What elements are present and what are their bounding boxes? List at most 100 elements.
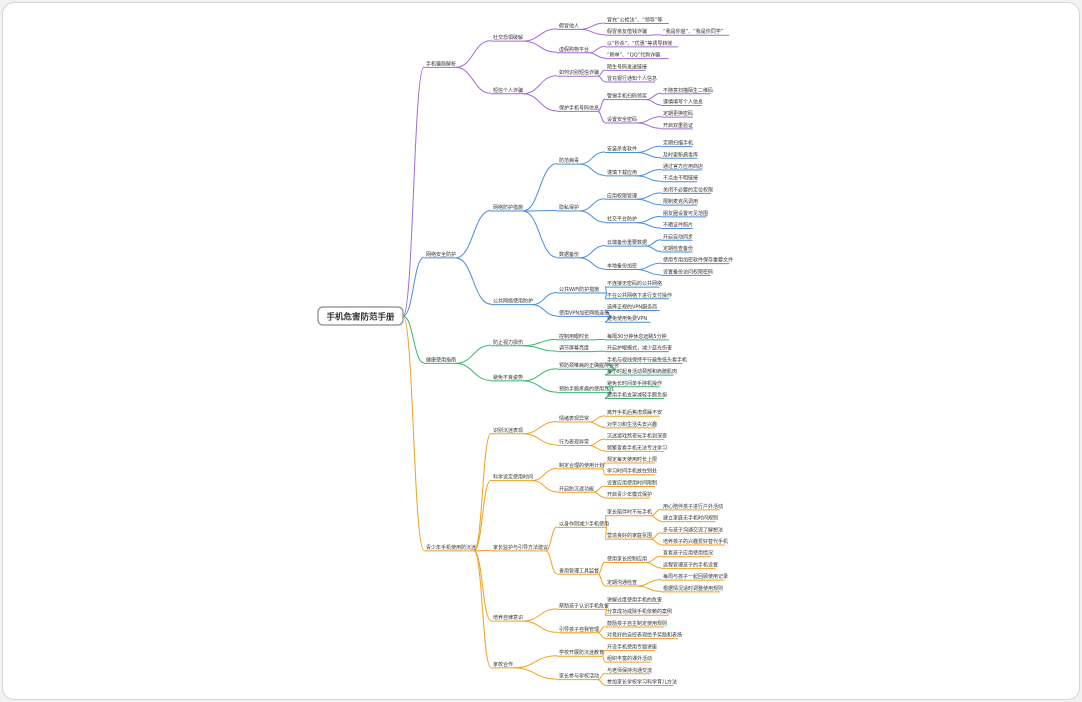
node-label-depth-5[interactable]: 设置备份访问权限密码 xyxy=(663,268,713,275)
node-label-depth-2[interactable]: 社交恐惧破解 xyxy=(493,34,523,41)
node-label-depth-5[interactable]: 定期检查备份 xyxy=(663,245,693,252)
node-label-depth-4[interactable]: 本地备份加密 xyxy=(607,263,637,270)
node-label-depth-3[interactable]: 预防手腕疼痛的使用方式 xyxy=(559,386,614,393)
node-label-depth-5[interactable]: 不晒证件照片 xyxy=(663,222,693,229)
node-label-depth-2[interactable]: 科学设定使用时间 xyxy=(493,474,533,481)
node-label-depth-2[interactable]: 防止视力损伤 xyxy=(493,339,523,346)
node-label-depth-5[interactable]: 通过官方应用商店 xyxy=(663,163,703,170)
node-label-depth-4[interactable]: 云端备份重要数据 xyxy=(607,239,647,246)
node-label-depth-2[interactable]: 识别沉迷表现 xyxy=(493,427,523,434)
node-label-depth-4[interactable]: 定期沟通检查 xyxy=(607,579,637,586)
node-label-depth-4[interactable]: 社交平台防护 xyxy=(607,216,637,223)
node-label-depth-3[interactable]: 隐私保护 xyxy=(559,204,579,211)
node-label-depth-5[interactable]: 使用专用加密软件保存重要文件 xyxy=(663,257,733,264)
node-label-depth-5[interactable]: 远程管理孩子的手机设置 xyxy=(663,561,718,568)
node-label-depth-3[interactable]: 防范病毒 xyxy=(559,157,579,164)
node-label-depth-4[interactable]: 开启护眼模式，减少蓝光伤害 xyxy=(607,345,672,352)
node-label-depth-4[interactable]: 设置安全密码 xyxy=(607,116,637,123)
node-label-depth-5[interactable]: 不点击不明链接 xyxy=(663,175,698,182)
node-label-depth-5[interactable]: 根据情况适时调整使用规则 xyxy=(663,585,723,592)
node-label-depth-4[interactable]: 组织丰富的课外活动 xyxy=(607,655,652,662)
node-label-depth-4[interactable]: 选择正规的VPN服务商 xyxy=(607,304,657,311)
node-label-depth-3[interactable]: 帮助孩子认识手机危害 xyxy=(559,602,609,609)
node-label-depth-3[interactable]: 控制用眼时长 xyxy=(559,333,589,340)
node-label-depth-5[interactable]: 开启自动同步 xyxy=(663,233,693,240)
node-label-depth-3[interactable]: 家长参与学校活动 xyxy=(559,673,599,680)
node-label-depth-4[interactable]: 不在公共网络下进行支付操作 xyxy=(607,292,672,299)
node-label-depth-4[interactable]: 营造良好的家庭氛围 xyxy=(607,532,652,539)
node-label-depth-4[interactable]: 规定每天使用时长上限 xyxy=(607,456,657,463)
node-label-depth-2[interactable]: 家长监护与引导方法建议 xyxy=(493,544,548,551)
node-label-depth-3[interactable]: 假冒他人 xyxy=(559,22,579,29)
node-label-depth-5[interactable]: 不随意扫描陌生二维码 xyxy=(663,87,713,94)
node-label-depth-4[interactable]: 以“秒杀”、“优惠”等诱导转账 xyxy=(607,40,672,47)
node-label-depth-4[interactable]: 与老师保持沟通交流 xyxy=(607,667,652,674)
node-label-depth-4[interactable]: 安装杀毒软件 xyxy=(607,145,637,152)
node-label-depth-3[interactable]: 引导孩子自我管理 xyxy=(559,626,599,633)
node-label-depth-4[interactable]: 开启青少年模式保护 xyxy=(607,491,652,498)
node-label-depth-4[interactable]: 避免长时间单手持机操作 xyxy=(607,380,662,387)
node-label-depth-3[interactable]: 数据备份 xyxy=(559,251,579,258)
node-label-depth-5[interactable]: 每周与孩子一起回顾使用记录 xyxy=(663,573,728,580)
node-label-depth-5[interactable]: 定期扫描手机 xyxy=(663,140,693,147)
node-label-depth-4[interactable]: 不连接无密码的公共网络 xyxy=(607,280,662,287)
node-label-depth-1[interactable]: 青少年手机使用防沉迷 xyxy=(426,544,476,551)
node-label-depth-4[interactable]: 设置应用使用时间限制 xyxy=(607,479,657,486)
node-label-depth-4[interactable]: 讲解过度使用手机的危害 xyxy=(607,597,662,604)
node-label-depth-4[interactable]: 避免使用免费VPN xyxy=(607,315,647,322)
node-label-depth-4[interactable]: 陌生号码发送链接 xyxy=(607,63,647,70)
node-label-depth-5[interactable]: 培养孩子的兴趣爱好替代手机 xyxy=(663,538,728,545)
node-label-depth-3[interactable]: 如何识别短信诈骗 xyxy=(559,69,599,76)
node-label-depth-4[interactable]: 使用家长控制应用 xyxy=(607,556,647,563)
node-label-depth-1[interactable]: 手机骗局解析 xyxy=(426,60,456,67)
node-label-depth-3[interactable]: 公共WiFi防护措施 xyxy=(559,286,599,293)
node-label-depth-2[interactable]: 培养自律意识 xyxy=(493,614,523,621)
node-label-depth-5[interactable]: 限制麦克风调用 xyxy=(663,198,698,205)
node-label-depth-4[interactable]: 沉迷游戏熬夜玩手机到深夜 xyxy=(607,433,667,440)
node-label-depth-5[interactable]: 开启双重验证 xyxy=(663,122,693,129)
node-label-depth-3[interactable]: 善用管理工具监督 xyxy=(559,567,599,574)
node-label-depth-2[interactable]: 公共网络使用防护 xyxy=(493,298,533,305)
node-label-depth-3[interactable]: 情绪表现异常 xyxy=(559,415,589,422)
node-label-depth-4[interactable]: 鼓励孩子自主制定使用规则 xyxy=(607,620,667,627)
node-label-depth-1[interactable]: 网络安全防护 xyxy=(426,251,456,258)
node-label-depth-3[interactable]: 制定合理的使用计划 xyxy=(559,462,604,469)
node-label-depth-5[interactable]: 用心陪伴孩子进行户外活动 xyxy=(663,503,723,510)
node-label-depth-5[interactable]: 关闭不必要的定位权限 xyxy=(663,186,713,193)
root-node[interactable]: 手机危害防范手册 xyxy=(317,306,404,326)
node-label-depth-4[interactable]: 假冒亲友借钱诈骗 xyxy=(607,28,647,35)
node-label-depth-4[interactable]: 谨慎下载应用 xyxy=(607,169,637,176)
node-label-depth-1[interactable]: 健康使用指南 xyxy=(426,356,456,363)
node-label-depth-4[interactable]: 对良好的自控表现给予奖励和表扬 xyxy=(607,632,682,639)
node-label-depth-3[interactable]: 预防颈椎病的正确握持姿势 xyxy=(559,362,619,369)
node-label-depth-4[interactable]: 警惕手机扫码领奖 xyxy=(607,93,647,100)
node-label-depth-5[interactable]: “我是你爸”、“我是你同学” xyxy=(663,28,724,35)
node-label-depth-3[interactable]: 以身作则减少手机使用 xyxy=(559,520,609,527)
node-label-depth-2[interactable]: 家校合作 xyxy=(493,661,513,668)
node-label-depth-4[interactable]: 对学习和生活失去兴趣 xyxy=(607,421,657,428)
node-label-depth-4[interactable]: 开设手机使用专题讲座 xyxy=(607,643,657,650)
node-label-depth-3[interactable]: 使用VPN加密网络连接 xyxy=(559,309,609,316)
node-label-depth-3[interactable]: 行为表现异常 xyxy=(559,438,589,445)
node-label-depth-3[interactable]: 虚假购物平台 xyxy=(559,46,589,53)
node-label-depth-4[interactable]: 离开手机后焦虑烦躁不安 xyxy=(607,409,662,416)
node-label-depth-5[interactable]: 多与孩子沟通交流了解想法 xyxy=(663,526,723,533)
node-label-depth-4[interactable]: 使用手机支架减轻手腕负担 xyxy=(607,391,667,398)
node-label-depth-5[interactable]: 朋友圈设置可见范围 xyxy=(663,210,708,217)
node-label-depth-4[interactable]: 冒充“公检法”、“领导”等 xyxy=(607,17,662,24)
node-label-depth-4[interactable]: “刷单”、“QQ”代购诈骗 xyxy=(607,52,660,59)
node-label-depth-3[interactable]: 开启防沉迷功能 xyxy=(559,485,594,492)
node-label-depth-4[interactable]: 每隔30分钟休息远眺5分钟 xyxy=(607,333,667,340)
node-label-depth-4[interactable]: 家长陪伴时不玩手机 xyxy=(607,509,652,516)
node-label-depth-5[interactable]: 建立家庭无手机时间规则 xyxy=(663,515,718,522)
node-label-depth-4[interactable]: 分享成功戒除手机依赖的案例 xyxy=(607,608,672,615)
node-label-depth-3[interactable]: 学校开展防沉迷教育 xyxy=(559,649,604,656)
node-label-depth-2[interactable]: 短信个人诈骗 xyxy=(493,87,523,94)
node-label-depth-4[interactable]: 频繁查看手机无法专注学习 xyxy=(607,444,667,451)
node-label-depth-3[interactable]: 保护手机号码信息 xyxy=(559,104,599,111)
node-label-depth-4[interactable]: 学习时间手机放在别处 xyxy=(607,468,657,475)
node-label-depth-5[interactable]: 定期更换密码 xyxy=(663,110,693,117)
node-label-depth-5[interactable]: 谨慎填写个人信息 xyxy=(663,98,703,105)
node-label-depth-5[interactable]: 及时更新病毒库 xyxy=(663,151,698,158)
